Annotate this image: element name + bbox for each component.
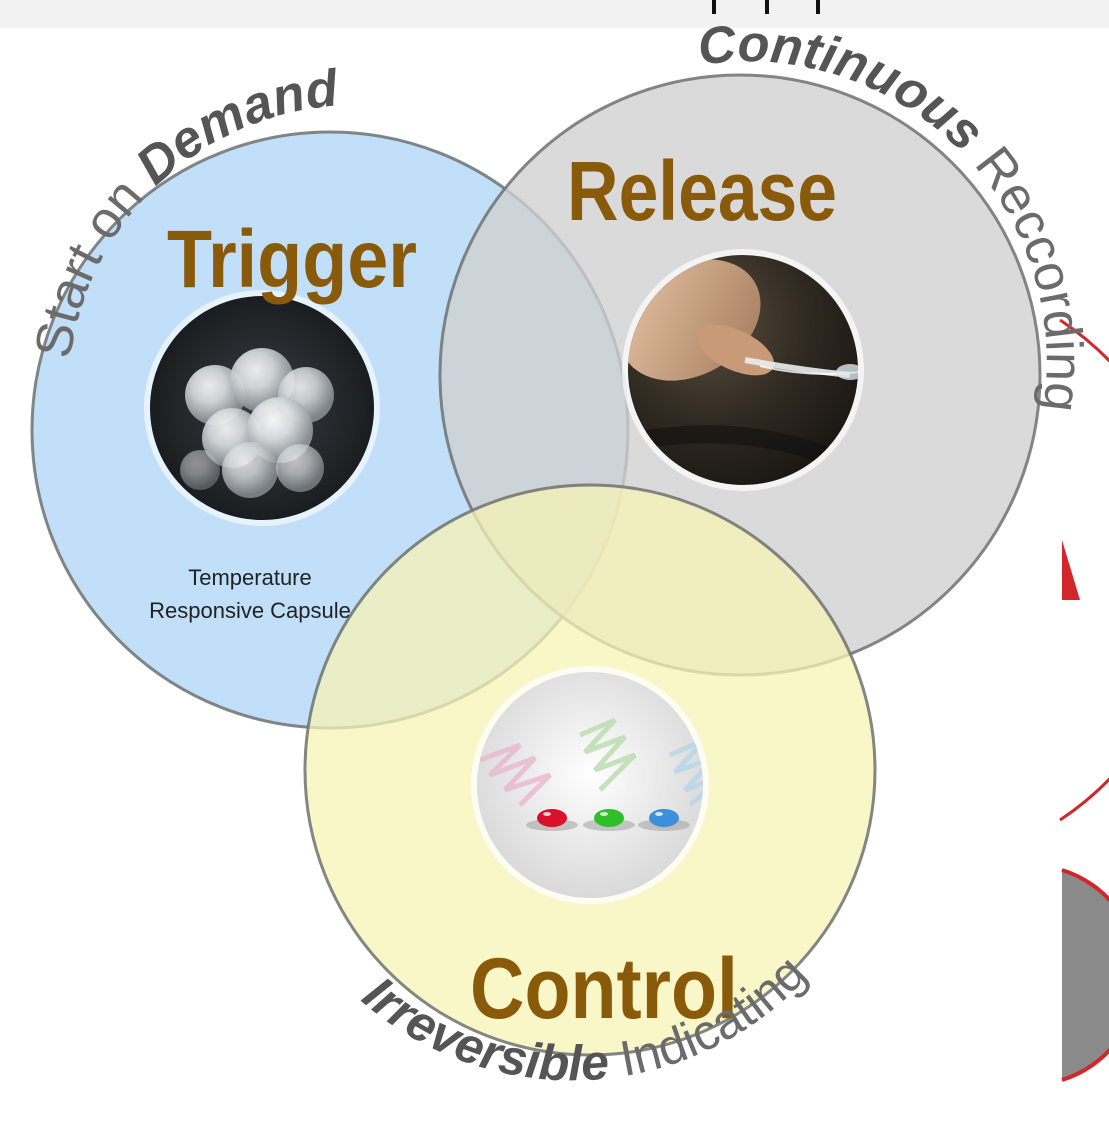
capsule-caption-line1: Temperature bbox=[188, 565, 312, 590]
capsule-caption-line2: Responsive Capsule bbox=[149, 598, 351, 623]
trigger-title: Trigger bbox=[167, 214, 417, 305]
right-edge-decoration bbox=[1059, 318, 1109, 1082]
release-title: Release bbox=[567, 144, 837, 238]
fingertip-image bbox=[622, 249, 864, 491]
tick-mark bbox=[712, 0, 716, 14]
control-title: Control bbox=[470, 941, 738, 1037]
tick-mark bbox=[816, 0, 820, 14]
capsule-image bbox=[144, 290, 380, 526]
tick-mark bbox=[765, 0, 769, 14]
top-strip bbox=[0, 0, 1109, 28]
indicator-image bbox=[471, 666, 709, 904]
